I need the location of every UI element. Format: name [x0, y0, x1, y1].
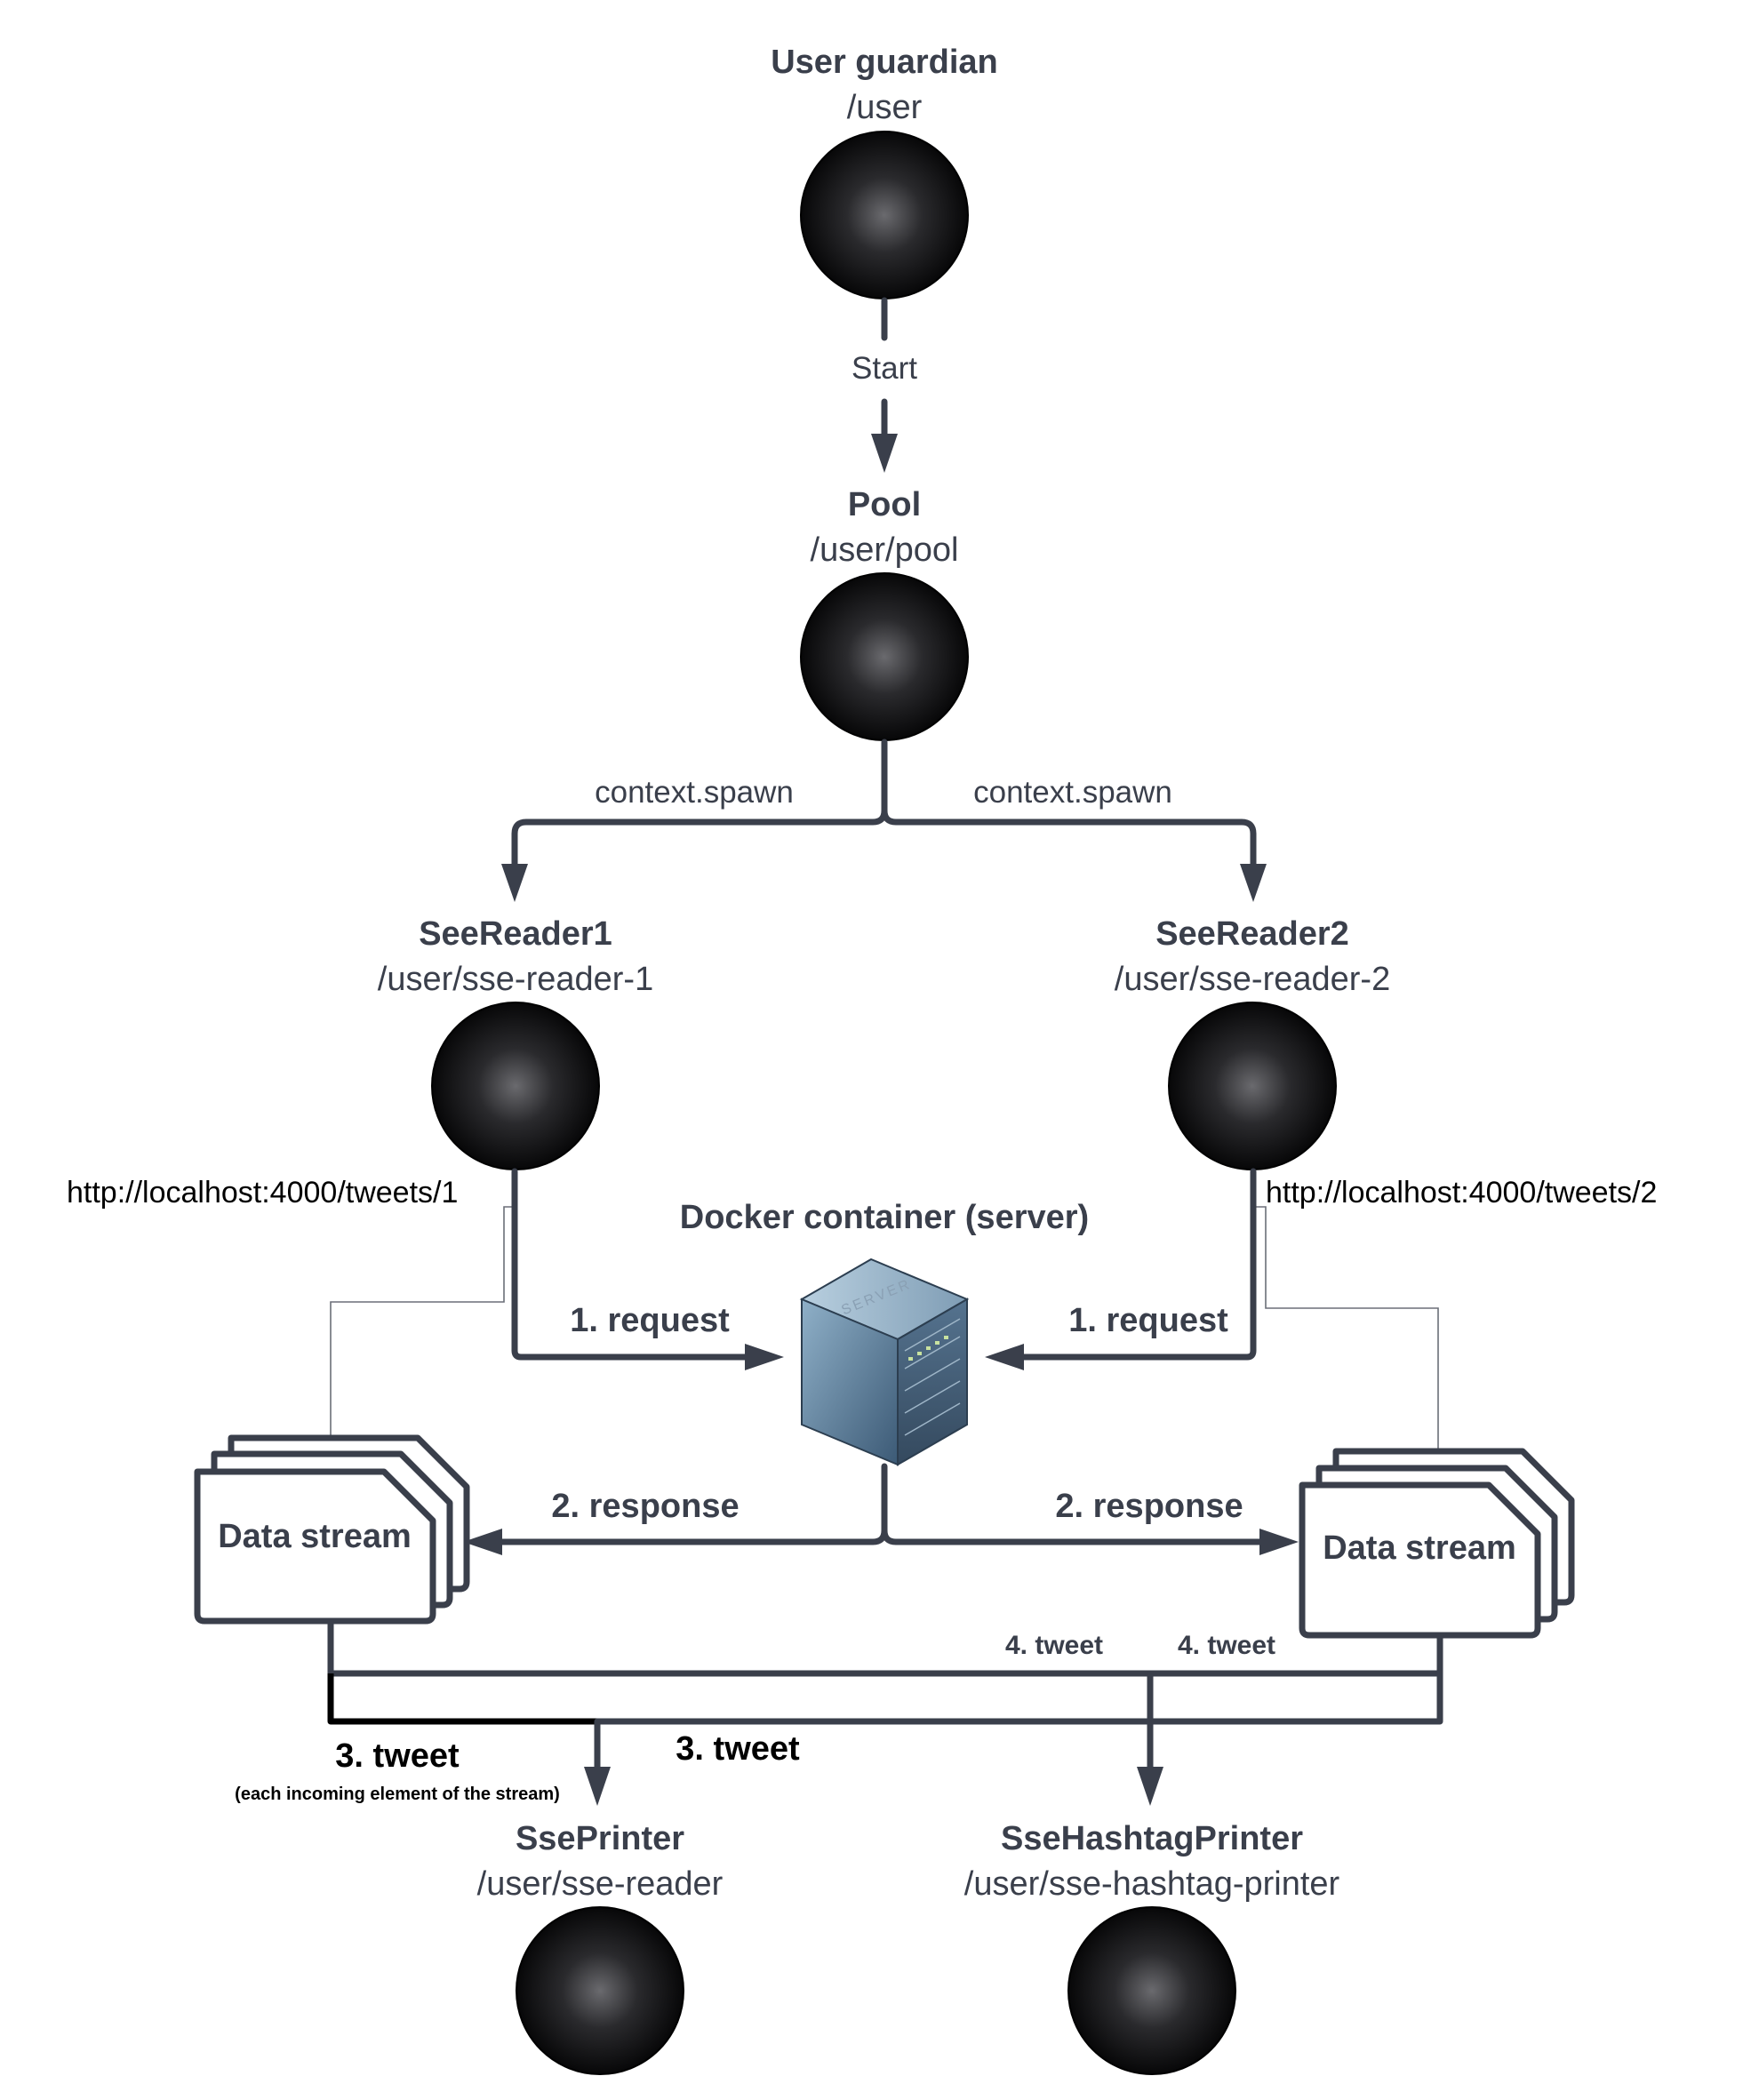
edge-label: 4. tweet: [1178, 1631, 1275, 1660]
arrowhead: [1137, 1767, 1163, 1806]
arrowhead: [1259, 1529, 1299, 1555]
edge-response: 2. response 2. response: [463, 1463, 1299, 1555]
edge-label: context.spawn: [595, 775, 794, 810]
actor-reader-1: SeeReader1 /user/sse-reader-1: [378, 915, 653, 1170]
server-icon[interactable]: SERVER: [799, 1258, 970, 1466]
actor-hashtag-printer: SseHashtagPrinter /user/sse-hashtag-prin…: [964, 1820, 1340, 2075]
url-connector-left: [330, 1206, 514, 1441]
arrowhead: [745, 1344, 784, 1370]
stream-label: Data stream: [218, 1518, 412, 1555]
server-title: Docker container (server): [680, 1199, 1089, 1236]
actor-path: /user/sse-reader-2: [1115, 961, 1390, 998]
edge-label: 2. response: [551, 1488, 739, 1525]
edge-label: 4. tweet: [1005, 1631, 1103, 1660]
url-connector-right: [1255, 1206, 1439, 1456]
document-stack-icon[interactable]: [1299, 1481, 1541, 1639]
edge-label: 3. tweet: [335, 1737, 460, 1775]
actor-path: /user/sse-reader-1: [378, 961, 653, 998]
actor-path: /user: [847, 89, 923, 126]
edge-label: context.spawn: [973, 775, 1172, 810]
actor-pool: Pool /user/pool: [800, 486, 969, 741]
actor-node[interactable]: [1067, 1906, 1236, 2075]
edge-label: 1. request: [570, 1302, 730, 1339]
edge-label: 3. tweet: [676, 1730, 800, 1768]
arrowhead: [1240, 864, 1267, 902]
actor-node[interactable]: [800, 572, 969, 741]
actor-node[interactable]: [516, 1906, 684, 2075]
reader-1-url: http://localhost:4000/tweets/1: [67, 1176, 458, 1210]
actor-node[interactable]: [431, 1002, 600, 1170]
actor-name: User guardian: [771, 44, 998, 81]
actor-path: /user/pool: [811, 531, 959, 569]
actor-path: /user/sse-reader: [477, 1865, 724, 1903]
edge-label: Start: [852, 351, 917, 386]
actor-name: SeeReader2: [1155, 915, 1349, 953]
docker-server: Docker container (server) SERVER: [680, 1199, 1089, 1466]
edge-spawn: context.spawn context.spawn: [501, 739, 1267, 902]
actor-path: /user/sse-hashtag-printer: [964, 1865, 1340, 1903]
actor-name: SsePrinter: [516, 1820, 684, 1857]
arrowhead: [463, 1529, 502, 1555]
reader-2-url: http://localhost:4000/tweets/2: [1266, 1176, 1657, 1210]
actor-name: Pool: [848, 486, 921, 523]
actor-node[interactable]: [800, 131, 969, 299]
actor-printer: SsePrinter /user/sse-reader: [477, 1820, 724, 2075]
arrowhead: [871, 434, 898, 473]
edge-label: 2. response: [1055, 1488, 1243, 1525]
edge-start: Start: [852, 297, 917, 473]
arrowhead: [501, 864, 528, 902]
actor-name: SseHashtagPrinter: [1001, 1820, 1303, 1857]
document-stack-icon[interactable]: [194, 1468, 436, 1625]
stream-label: Data stream: [1323, 1529, 1516, 1567]
arrowhead: [985, 1344, 1024, 1370]
actor-user-guardian: User guardian /user: [771, 44, 998, 299]
arrowhead: [584, 1767, 611, 1806]
data-stream-left: Data stream: [194, 1434, 470, 1625]
actor-name: SeeReader1: [419, 915, 612, 953]
edge-label: 1. request: [1068, 1302, 1228, 1339]
data-stream-right: Data stream: [1299, 1448, 1575, 1639]
edge-note: (each incoming element of the stream): [235, 1785, 560, 1804]
actor-reader-2: SeeReader2 /user/sse-reader-2: [1115, 915, 1390, 1170]
actor-node[interactable]: [1168, 1002, 1337, 1170]
edge-tweets: 4. tweet 4. tweet 3. tweet (each incomin…: [235, 1619, 1443, 1806]
edge-request: 1. request 1. request: [511, 1168, 1257, 1370]
